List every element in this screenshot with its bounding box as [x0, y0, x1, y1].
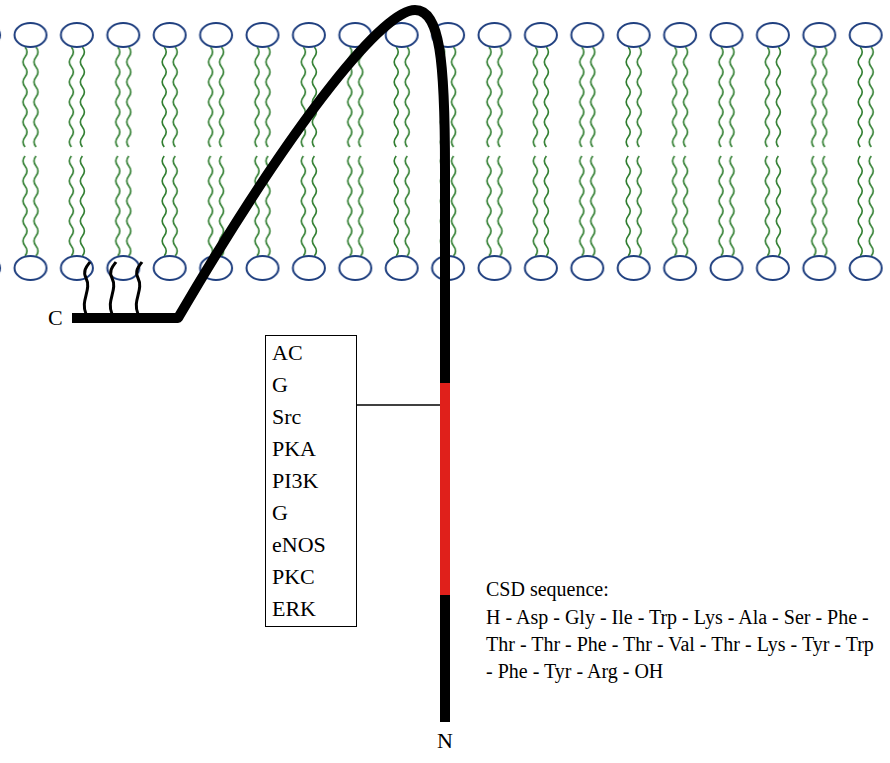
partner-name: G — [272, 497, 350, 529]
partner-name: PKC — [272, 561, 350, 593]
csd-segment — [440, 383, 450, 595]
palmitoyl-chain — [84, 262, 90, 314]
partner-name: G — [272, 369, 350, 401]
palmitoyl-chain — [110, 262, 116, 314]
partner-name: eNOS — [272, 529, 350, 561]
partner-list-box: ACGSrcPKAPI3KGeNOSPKCERK — [265, 335, 357, 627]
caveolin-chain — [72, 10, 445, 722]
palmitoyl-chains — [84, 262, 142, 314]
partner-name: AC — [272, 337, 350, 369]
partner-name: PI3K — [272, 465, 350, 497]
sequence-heading: CSD sequence: — [486, 577, 609, 601]
leader-line — [357, 404, 440, 406]
partner-name: Src — [272, 401, 350, 433]
terminus-label: N — [437, 728, 453, 754]
sequence-text: H - Asp - Gly - Ile - Trp - Lys - Ala - … — [486, 604, 884, 685]
terminus-label: C — [48, 305, 63, 331]
partner-name: PKA — [272, 433, 350, 465]
palmitoyl-chain — [136, 262, 142, 314]
partner-name: ERK — [272, 593, 350, 625]
